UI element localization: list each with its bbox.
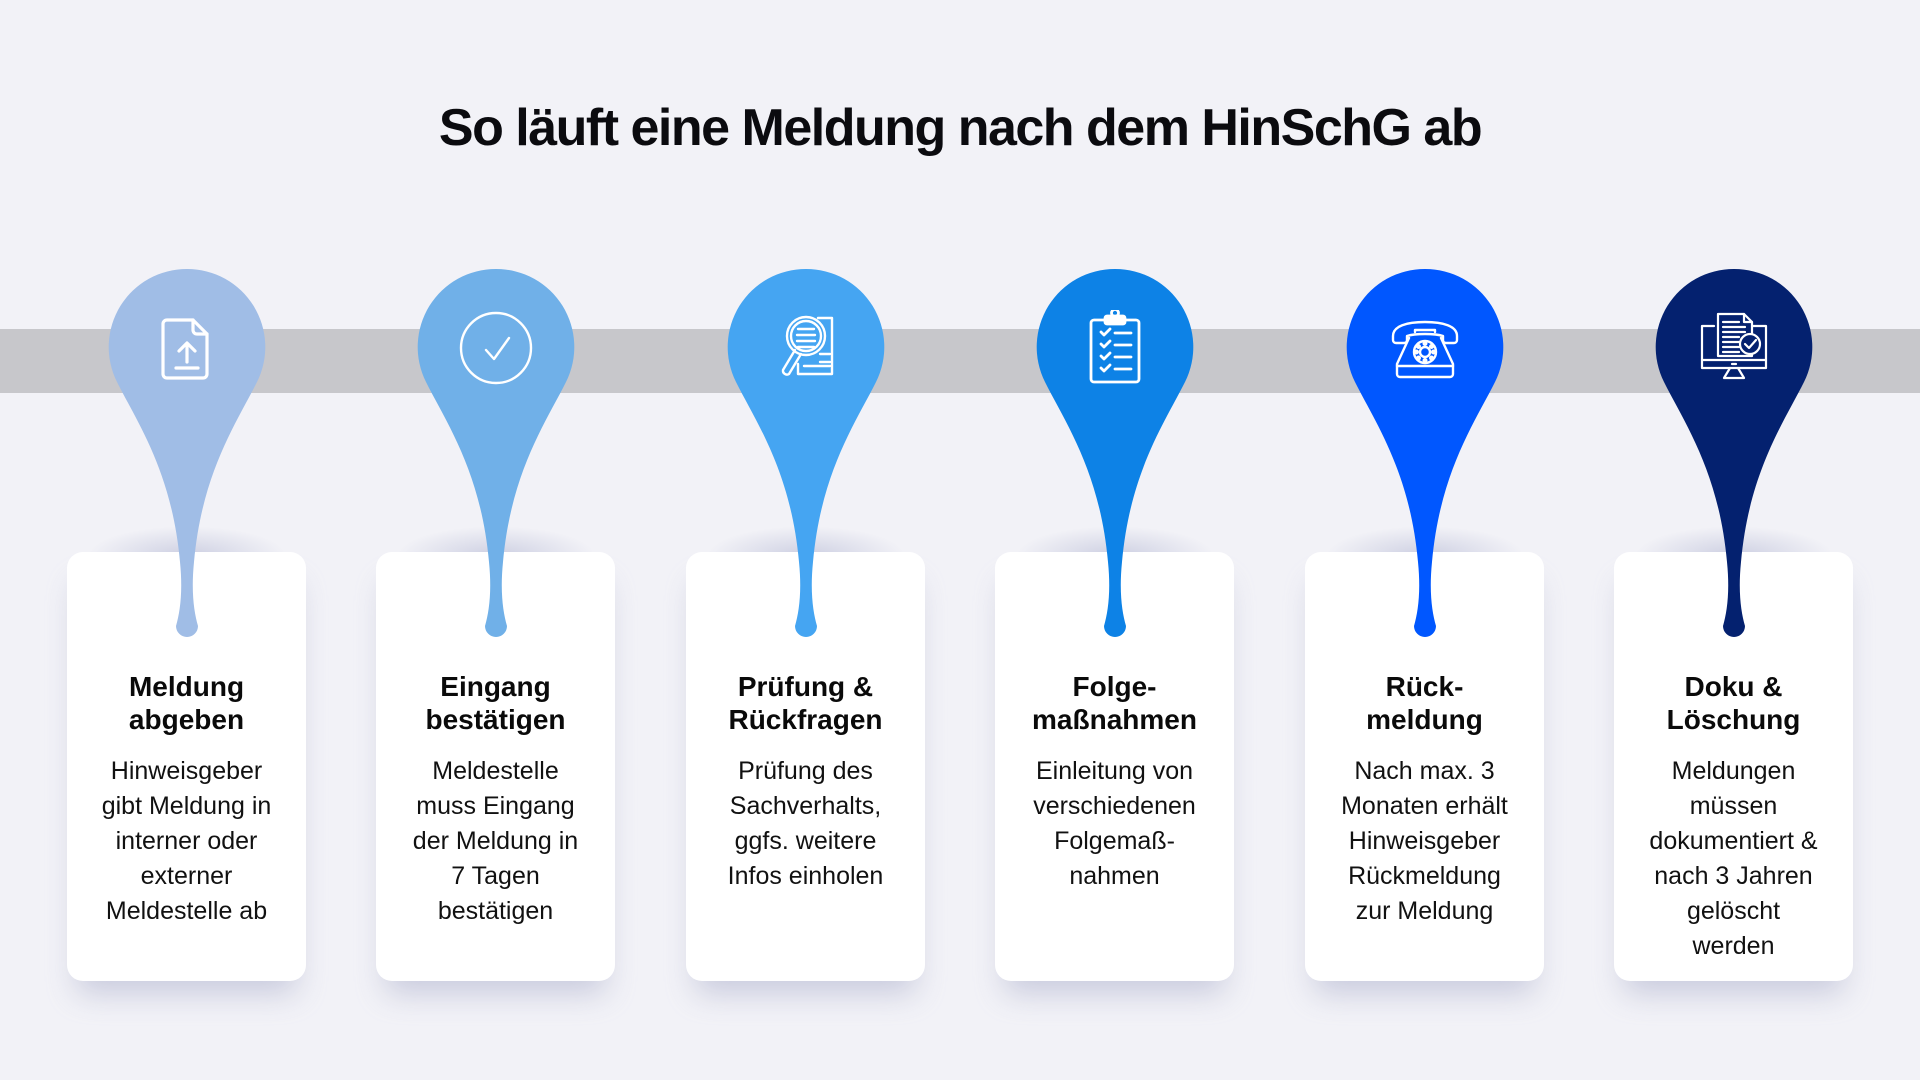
step-description-line: Prüfung des <box>738 757 873 785</box>
step-description-line: Folgemaß- <box>1054 827 1175 855</box>
step-heading-line: Eingang <box>440 671 551 702</box>
step-description-line: muss Eingang <box>416 792 575 820</box>
step-description-line: Hinweisgeber <box>1348 827 1501 855</box>
timeline-band <box>0 329 1920 393</box>
clipboard-checklist-icon <box>1077 308 1153 386</box>
step-description-line: nach 3 Jahren <box>1654 862 1813 890</box>
step-pin <box>102 262 272 652</box>
file-upload-icon <box>149 310 225 386</box>
step-heading: Folge-maßnahmen <box>995 670 1234 736</box>
step-pin <box>1030 262 1200 652</box>
step-description-line: müssen <box>1689 792 1778 820</box>
step-heading-line: Prüfung & <box>737 671 874 702</box>
step-heading-line: abgeben <box>128 704 245 735</box>
step-heading-line: bestätigen <box>425 704 566 735</box>
step-description-line: Einleitung von <box>1035 757 1194 785</box>
check-circle-icon <box>458 310 534 386</box>
step-description-line: gelöscht <box>1686 897 1781 925</box>
step-description-line: Hinweisgeber <box>110 757 263 785</box>
step-description-line: verschiedenen <box>1033 792 1196 820</box>
step-description-line: interner oder <box>115 827 258 855</box>
step-description-line: gibt Meldung in <box>101 792 272 820</box>
step-heading: Prüfung &Rückfragen <box>686 670 925 736</box>
step-heading-line: Folge- <box>1072 671 1157 702</box>
step-description-line: Nach max. 3 <box>1354 757 1495 785</box>
step-heading-line: Meldung <box>128 671 245 702</box>
monitor-document-check-icon <box>1696 310 1772 386</box>
step-description-line: ggfs. weitere <box>734 827 877 855</box>
step-description-line: bestätigen <box>437 897 554 925</box>
step-description-line: Meldungen <box>1671 757 1796 785</box>
step-description: Meldestelle muss Eingang der Meldung in 7 T… <box>376 754 615 929</box>
magnifier-document-icon <box>768 310 844 386</box>
step-heading-line: Doku & <box>1684 671 1783 702</box>
telephone-icon <box>1387 310 1463 386</box>
step-description-line: externer <box>140 862 233 890</box>
step-description: Hinweisgeber gibt Meldung in interner oder… <box>67 754 306 929</box>
step-description-line: nahmen <box>1069 862 1160 890</box>
step-description: Meldungen müssen dokumentiert & nach 3 Jahr… <box>1614 754 1853 964</box>
step-heading-line: Rückfragen <box>728 704 883 735</box>
step-description-line: 7 Tagen <box>451 862 540 890</box>
step-description-line: Monaten erhält <box>1341 792 1508 820</box>
step-description-line: der Meldung in <box>412 827 579 855</box>
step-pin <box>721 262 891 652</box>
step-pin <box>1649 262 1819 652</box>
step-heading: Rück-meldung <box>1305 670 1544 736</box>
step-pin <box>411 262 581 652</box>
step-description-line: dokumentiert & <box>1649 827 1818 855</box>
step-description-line: Sachverhalts, <box>729 792 882 820</box>
step-heading: Doku &Löschung <box>1614 670 1853 736</box>
step-heading-line: Rück- <box>1385 671 1464 702</box>
step-heading-line: maßnahmen <box>1032 704 1197 735</box>
step-description-line: Meldestelle ab <box>105 897 268 925</box>
step-pin <box>1340 262 1510 652</box>
step-description-line: Rückmeldung <box>1348 862 1501 890</box>
step-description-line: Infos einholen <box>727 862 884 890</box>
step-description-line: werden <box>1692 932 1775 960</box>
step-description-line: zur Meldung <box>1355 897 1494 925</box>
step-description-line: Meldestelle <box>432 757 559 785</box>
page-title: So läuft eine Meldung nach dem HinSchG a… <box>438 99 1483 157</box>
step-heading-line: meldung <box>1366 704 1483 735</box>
step-heading-line: Löschung <box>1666 704 1801 735</box>
